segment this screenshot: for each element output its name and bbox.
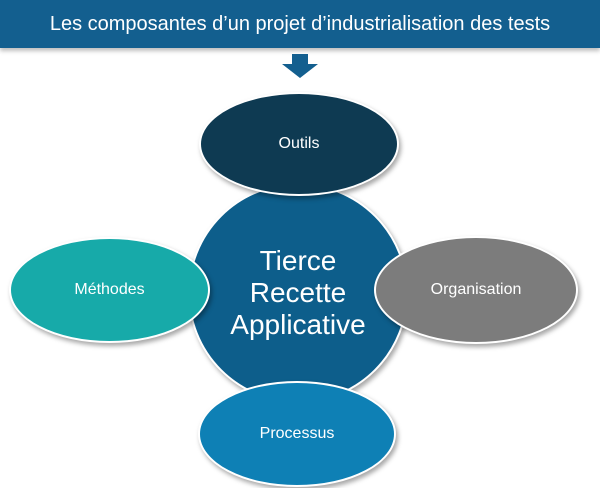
node-outils: Outils	[199, 92, 399, 196]
node-processus-label: Processus	[259, 425, 335, 442]
center-label-line2: Recette	[249, 277, 347, 308]
arrow-down-icon	[282, 54, 318, 78]
node-outils-label: Outils	[278, 135, 320, 152]
center-label-line3: Applicative	[230, 309, 366, 340]
node-processus: Processus	[198, 381, 396, 487]
node-organisation-label: Organisation	[430, 281, 522, 298]
node-organisation: Organisation	[374, 236, 578, 344]
node-methodes: Méthodes	[9, 237, 210, 343]
node-methodes-label: Méthodes	[74, 281, 145, 298]
center-circle: Tierce Recette Applicative	[188, 183, 408, 403]
diagram-title: Les composantes d’un projet d’industrial…	[49, 13, 551, 35]
center-label-line1: Tierce	[259, 245, 337, 276]
title-bar: Les composantes d’un projet d’industrial…	[0, 0, 600, 48]
